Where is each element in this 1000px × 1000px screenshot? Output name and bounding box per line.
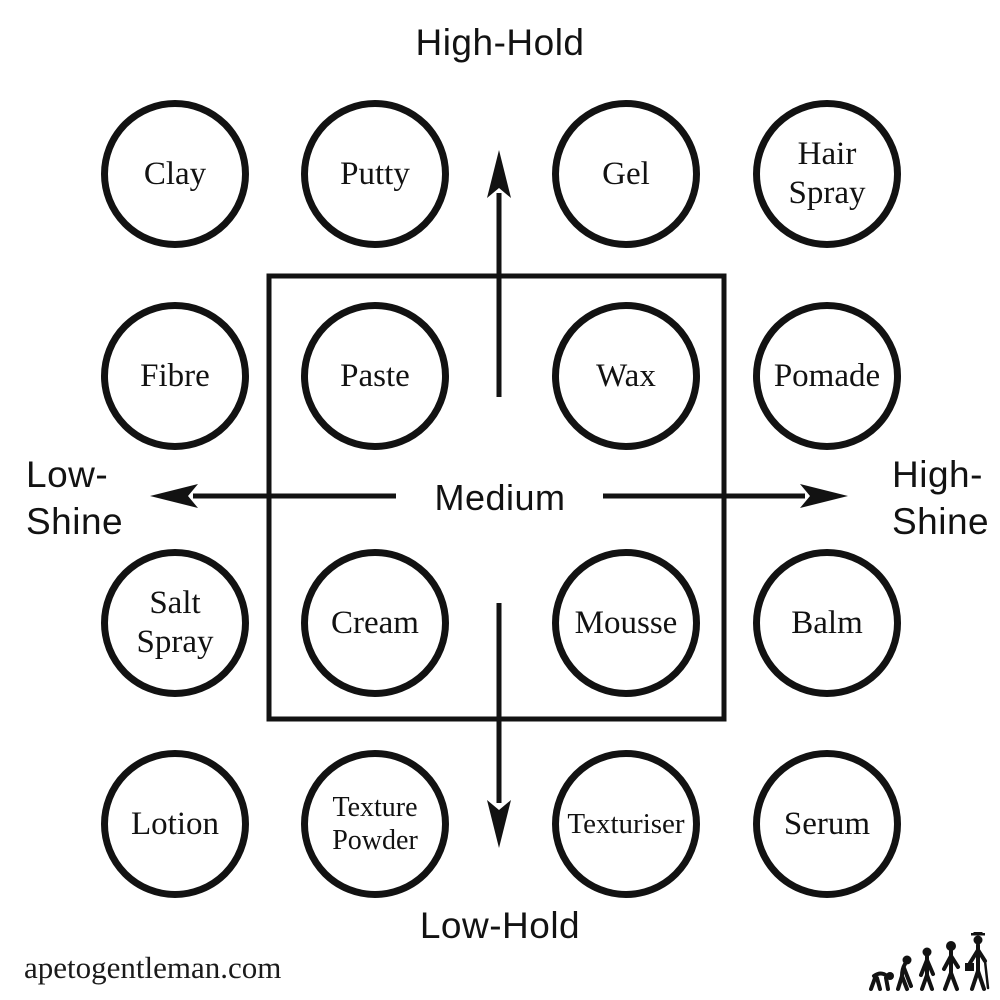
- product-circle-texture-powder: Texture Powder: [301, 750, 449, 898]
- product-circle-fibre: Fibre: [101, 302, 249, 450]
- axis-label-low-hold: Low-Hold: [419, 905, 581, 946]
- product-circle-gel: Gel: [552, 100, 700, 248]
- product-label: Balm: [791, 604, 863, 641]
- product-label: Lotion: [131, 805, 219, 842]
- shine-axis-right-arrow: [603, 484, 848, 508]
- axis-label-high-hold: High-Hold: [415, 22, 585, 63]
- product-circle-clay: Clay: [101, 100, 249, 248]
- product-label: Texture Powder: [332, 791, 418, 856]
- product-label: Paste: [340, 357, 410, 394]
- product-circle-mousse: Mousse: [552, 549, 700, 697]
- website-credit: apetogentleman.com: [24, 950, 282, 985]
- product-label: Wax: [596, 357, 656, 394]
- product-label: Fibre: [140, 357, 210, 394]
- axis-label-low-shine: Low- Shine: [26, 454, 124, 542]
- product-circle-putty: Putty: [301, 100, 449, 248]
- product-circle-cream: Cream: [301, 549, 449, 697]
- product-circle-wax: Wax: [552, 302, 700, 450]
- axis-label-high-shine: High- Shine: [892, 454, 990, 542]
- product-label: Clay: [143, 155, 207, 192]
- product-label: Cream: [331, 604, 419, 641]
- product-circle-pomade: Pomade: [753, 302, 901, 450]
- product-label: Mousse: [574, 604, 678, 641]
- product-label: Pomade: [773, 357, 881, 394]
- axis-label-medium: Medium: [434, 477, 566, 518]
- product-circle-texturiser: Texturiser: [552, 750, 700, 898]
- product-circle-balm: Balm: [753, 549, 901, 697]
- ape-to-gentleman-evolution-icon: [869, 932, 990, 991]
- product-label: Salt Spray: [136, 585, 214, 660]
- product-label: Putty: [340, 155, 410, 192]
- shine-axis-left-arrow: [150, 484, 396, 508]
- product-label: Hair Spray: [788, 136, 866, 211]
- product-circle-salt-spray: Salt Spray: [101, 549, 249, 697]
- product-circle-paste: Paste: [301, 302, 449, 450]
- product-label: Serum: [783, 805, 871, 842]
- product-label: Gel: [602, 155, 650, 192]
- product-circle-lotion: Lotion: [101, 750, 249, 898]
- product-circle-hair-spray: Hair Spray: [753, 100, 901, 248]
- product-label: Texturiser: [567, 807, 685, 840]
- hold-axis-down-arrow: [487, 603, 511, 848]
- hold-axis-up-arrow: [487, 150, 511, 397]
- product-circle-serum: Serum: [753, 750, 901, 898]
